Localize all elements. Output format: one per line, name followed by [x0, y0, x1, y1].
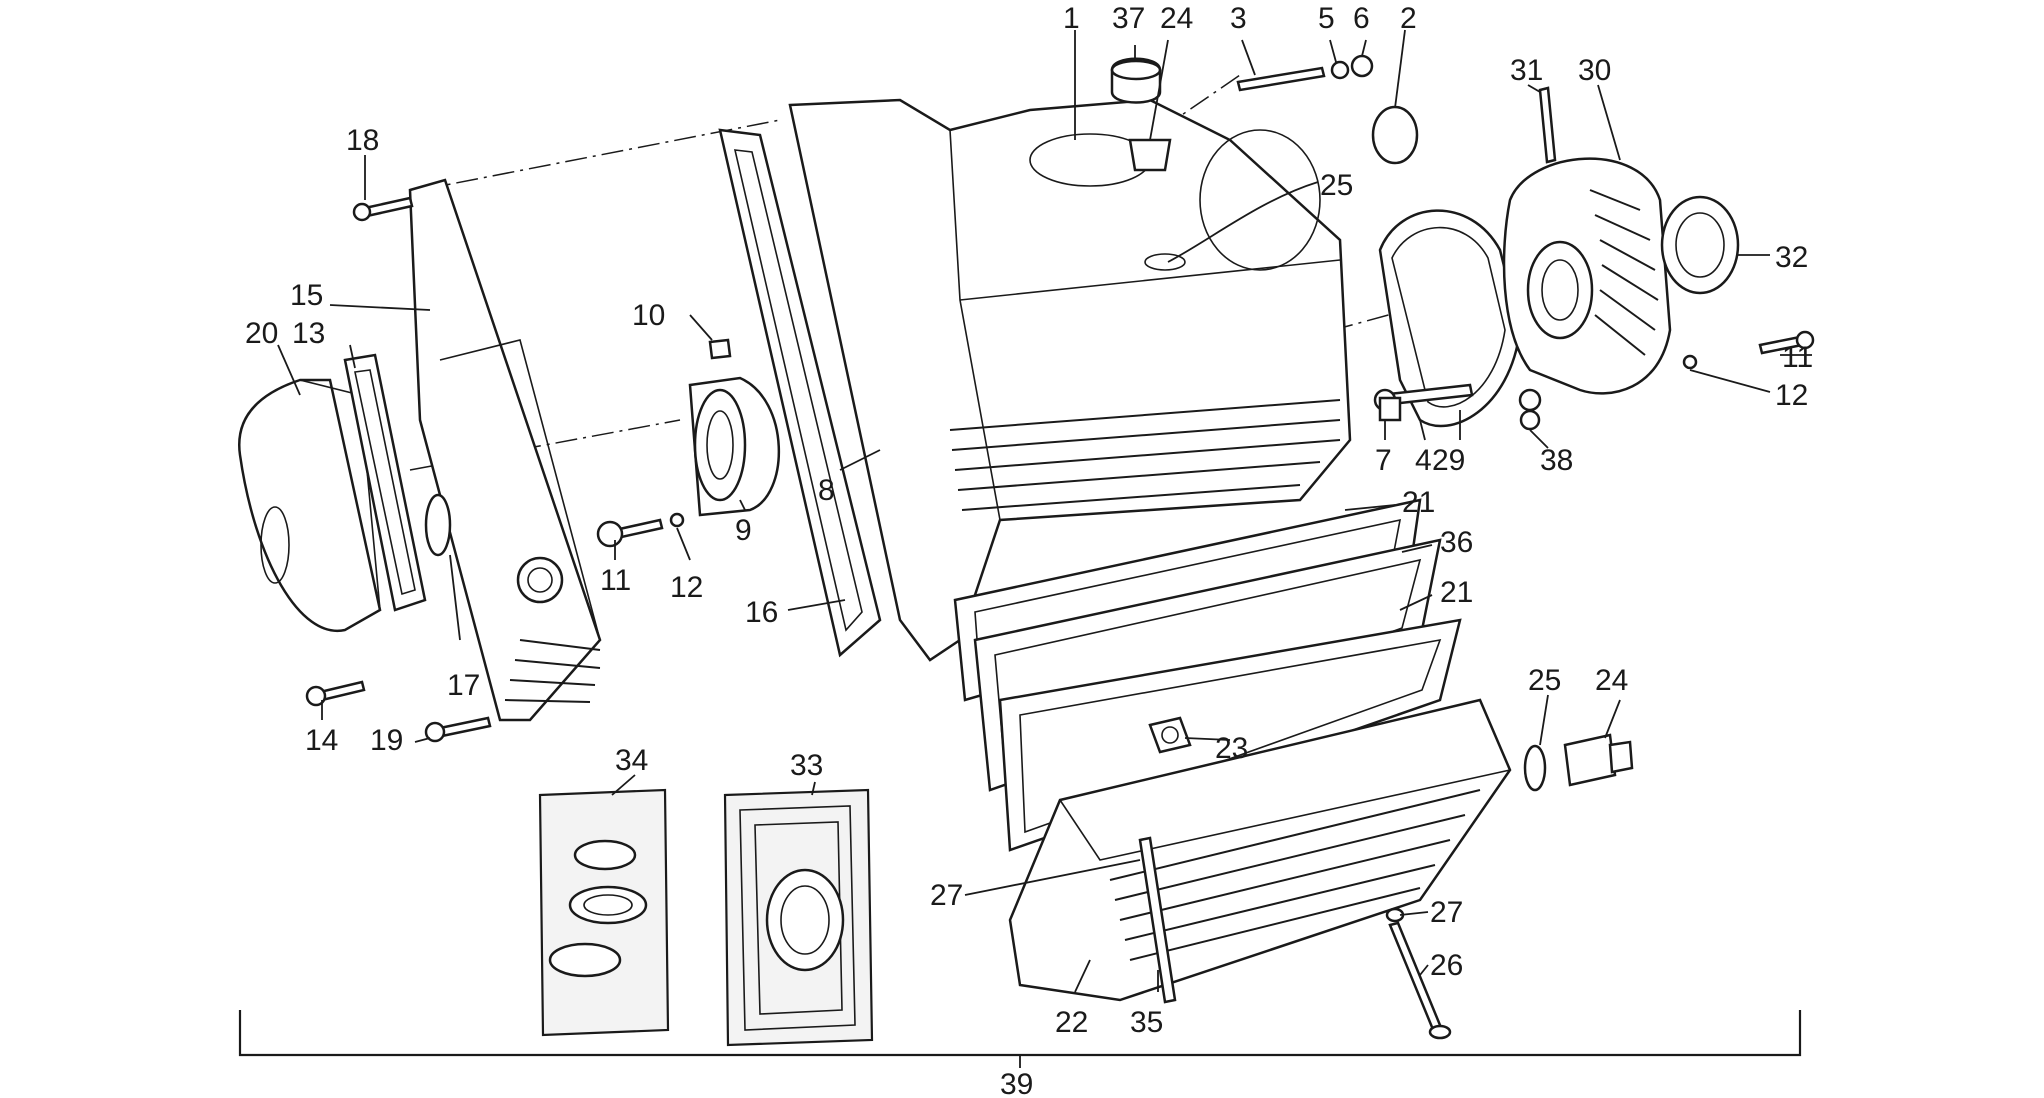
label-32: 32	[1775, 241, 1808, 274]
part-drain-plug	[1523, 733, 1634, 792]
part-side-housing	[408, 178, 602, 722]
part-flange	[688, 376, 780, 517]
label-3: 3	[1230, 2, 1247, 35]
label-4: 4	[1415, 444, 1432, 477]
part-number-labels: 1 37 24 3 5 6 2 31 30 18 25 32 15 20 13 …	[245, 2, 1813, 1098]
label-17: 17	[447, 669, 480, 702]
kit-seal-bag	[538, 788, 670, 1037]
label-39: 39	[1000, 1068, 1033, 1098]
label-1: 1	[1063, 2, 1080, 35]
part-finned-cover	[1502, 86, 1672, 395]
label-27: 27	[1430, 896, 1463, 929]
label-5: 5	[1318, 2, 1335, 35]
part-gasket-plate	[343, 353, 427, 612]
label-18: 18	[346, 124, 379, 157]
part-top-plugs	[1110, 57, 1186, 271]
kit-gasket-bag	[723, 788, 874, 1047]
label-21: 21	[1440, 576, 1473, 609]
part-oil-pan	[1008, 698, 1512, 1004]
label-9: 9	[735, 514, 752, 547]
label-21: 21	[1402, 486, 1435, 519]
label-23: 23	[1215, 732, 1248, 765]
label-38: 38	[1540, 444, 1573, 477]
part-stud-washers	[1236, 54, 1419, 165]
label-33: 33	[790, 749, 823, 782]
label-35: 35	[1130, 1006, 1163, 1039]
part-small-bolts	[305, 196, 1815, 743]
label-12: 12	[670, 571, 703, 604]
part-cover-cup	[238, 378, 382, 633]
label-10: 10	[632, 299, 665, 332]
label-34: 34	[615, 744, 648, 777]
label-16: 16	[745, 596, 778, 629]
label-12: 12	[1775, 379, 1808, 412]
part-fitting	[1148, 716, 1192, 754]
label-31: 31	[1510, 54, 1543, 87]
label-11: 11	[600, 564, 631, 597]
label-36: 36	[1440, 526, 1473, 559]
leader-lines	[277, 29, 1812, 1068]
label-2: 2	[1400, 2, 1417, 35]
label-37: 37	[1112, 2, 1145, 35]
label-29: 29	[1432, 444, 1465, 477]
label-6: 6	[1353, 2, 1370, 35]
part-gasket-16	[718, 128, 882, 658]
part-long-bolt	[1385, 907, 1452, 1040]
part-seal-ring	[1660, 195, 1740, 295]
label-19: 19	[370, 724, 403, 757]
label-26: 26	[1430, 949, 1463, 982]
kit-bracket	[238, 1010, 1802, 1057]
label-8: 8	[818, 474, 835, 507]
label-20: 20	[245, 317, 278, 350]
label-30: 30	[1578, 54, 1611, 87]
label-11: 11	[1782, 341, 1813, 374]
label-27: 27	[930, 879, 963, 912]
label-14: 14	[305, 724, 338, 757]
label-25: 25	[1320, 169, 1353, 202]
label-24: 24	[1160, 2, 1193, 35]
label-25: 25	[1528, 664, 1561, 697]
label-13: 13	[292, 317, 325, 350]
label-15: 15	[290, 279, 323, 312]
label-7: 7	[1375, 444, 1392, 477]
label-22: 22	[1055, 1006, 1088, 1039]
label-24: 24	[1595, 664, 1628, 697]
part-crankcase	[788, 98, 1352, 662]
